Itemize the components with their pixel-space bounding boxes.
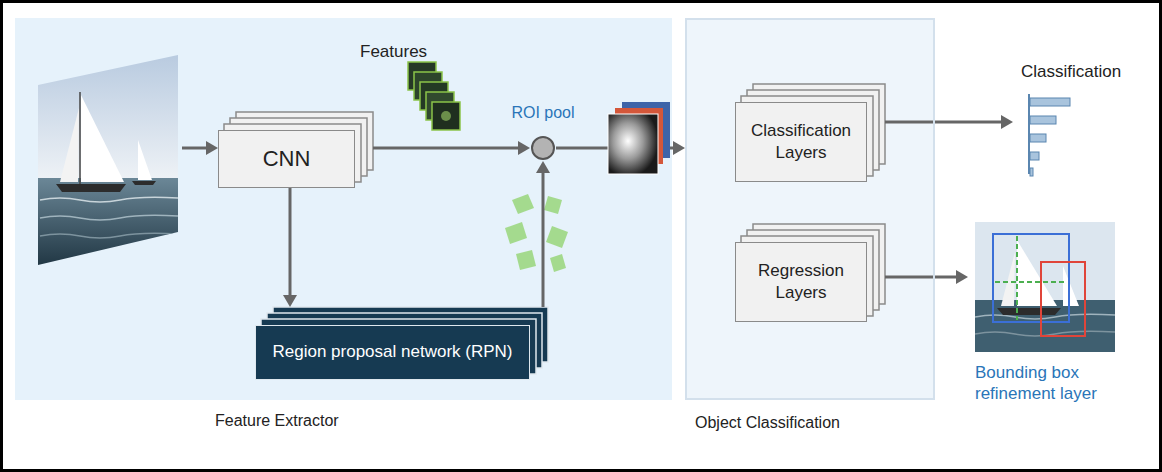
roi-pool-circle: ROI pool [503,104,583,162]
flow-arrow [373,147,522,150]
object-classification-panel: Object ClassificationClassification Laye… [685,18,935,400]
panel-label: Object Classification [695,414,840,432]
output-label: Bounding box refinement layer [975,362,1115,405]
figure-label: Features [360,42,427,62]
box-label: CNN [263,145,311,174]
classification-layers-box: Classification Layers [735,102,867,182]
roi-pool-label: ROI pool [503,104,583,122]
detection-image [975,222,1115,352]
cnn-box: CNN [218,130,355,188]
output-label: Classification [1021,62,1121,82]
panel-fill [15,18,672,400]
feature-extractor-panel: Feature ExtractorCNNROI poolRegion propo… [15,18,672,400]
roi-pool-symbol [530,135,556,161]
regression-layers-box: Regression Layers [735,242,867,322]
box-label: Regression Layers [744,260,858,304]
box-label: Classification Layers [744,120,858,164]
input-arrow [182,147,208,150]
rpn-box: Region proposal network (RPN) [255,325,530,380]
panel-fill [685,18,935,400]
region-proposals [505,194,568,272]
panel-label: Feature Extractor [215,412,339,430]
flow-arrow [885,276,960,279]
pooled-feature-maps [608,102,670,174]
feature-map-icons [408,62,460,130]
input-arrowhead [206,141,218,155]
input-image [38,55,178,268]
flow-arrow [289,188,292,299]
flow-arrow [885,121,1005,124]
box-label: Region proposal network (RPN) [273,341,513,363]
bounding-box-output: Bounding box refinement layer [972,222,1122,412]
flow-arrow [542,169,545,307]
classification-output: Classification [1015,62,1140,180]
bar-chart-icon [1027,92,1087,177]
